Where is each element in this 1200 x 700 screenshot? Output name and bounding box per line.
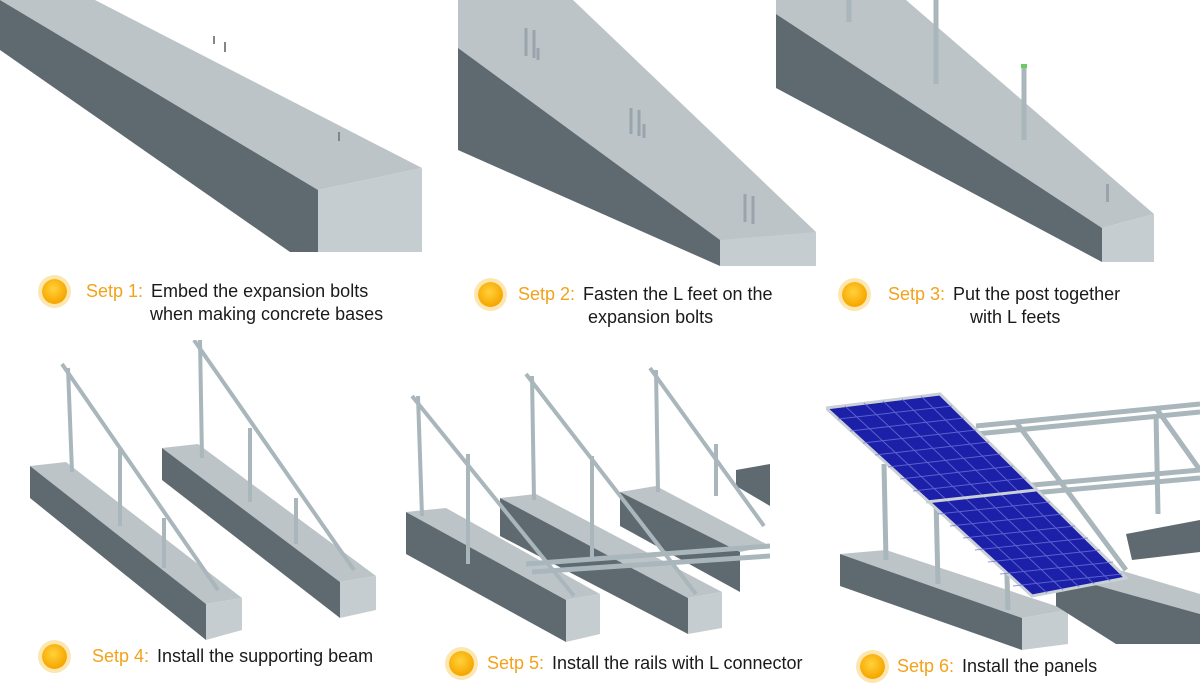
l-foot (524, 28, 755, 224)
step-bullet-icon (842, 282, 867, 307)
step-description: Put the post together (953, 284, 1121, 304)
support-frame (410, 366, 766, 598)
step-description: expansion bolts (588, 307, 714, 327)
step-2-illustration (458, 0, 816, 266)
concrete-base (406, 508, 600, 642)
step-label: Setp 3: (888, 284, 946, 304)
step-description: Embed the expansion bolts (151, 281, 369, 301)
step-3-illustration (776, 0, 1154, 262)
solar-panel (826, 392, 1130, 598)
concrete-base (736, 464, 770, 506)
concrete-base (162, 444, 376, 618)
step-description: when making concrete bases (150, 304, 384, 324)
step-6-text: Setp 6: Install the panels (897, 655, 1097, 678)
step-description: Install the rails with L connector (552, 653, 803, 673)
step-bullet-icon (478, 282, 503, 307)
rail (881, 401, 1200, 611)
concrete-base-side (458, 48, 720, 266)
step-bullet-icon (860, 654, 885, 679)
step-1-illustration (0, 0, 422, 252)
step-label: Setp 2: (518, 284, 576, 304)
concrete-base-top (0, 0, 422, 190)
step-4-text: Setp 4: Install the supporting beam (92, 645, 373, 668)
step-6-illustration (826, 392, 1200, 650)
concrete-base (30, 462, 242, 640)
step-4-illustration (30, 340, 376, 640)
concrete-base-top (776, 0, 1154, 228)
step-2-text: Setp 2: Fasten the L feet on the expansio… (518, 283, 773, 329)
step-description: Install the supporting beam (157, 646, 374, 666)
concrete-base (620, 486, 770, 592)
step-5-illustration (406, 366, 770, 642)
step-label: Setp 5: (487, 653, 545, 673)
concrete-base (1126, 520, 1200, 560)
step-description: Fasten the L feet on the (583, 284, 773, 304)
concrete-base-top (458, 0, 816, 262)
expansion-bolt (338, 132, 340, 141)
expansion-bolt (213, 36, 215, 44)
concrete-base-side (0, 0, 318, 252)
step-label: Setp 6: (897, 656, 955, 676)
step-bullet-icon (42, 644, 67, 669)
step-label: Setp 1: (86, 281, 144, 301)
post (846, 0, 1027, 140)
l-foot (1106, 184, 1109, 202)
step-description: Install the panels (962, 656, 1098, 676)
concrete-base (840, 550, 1068, 650)
concrete-base-end (318, 168, 422, 252)
step-3-text: Setp 3: Put the post together with L feet… (888, 283, 1120, 329)
step-description: with L feets (970, 307, 1061, 327)
step-bullet-icon (449, 651, 474, 676)
expansion-bolt (224, 42, 226, 52)
concrete-base-end (720, 232, 816, 266)
step-label: Setp 4: (92, 646, 150, 666)
concrete-base-side (776, 14, 1102, 262)
step-5-text: Setp 5: Install the rails with L connecto… (487, 652, 803, 675)
post-cap (1021, 64, 1027, 68)
step-1-text: Setp 1: Embed the expansion bolts when ma… (86, 280, 383, 326)
concrete-base-end (1102, 214, 1154, 262)
step-bullet-icon (42, 279, 67, 304)
rail (525, 543, 770, 575)
support-frame (60, 340, 356, 592)
